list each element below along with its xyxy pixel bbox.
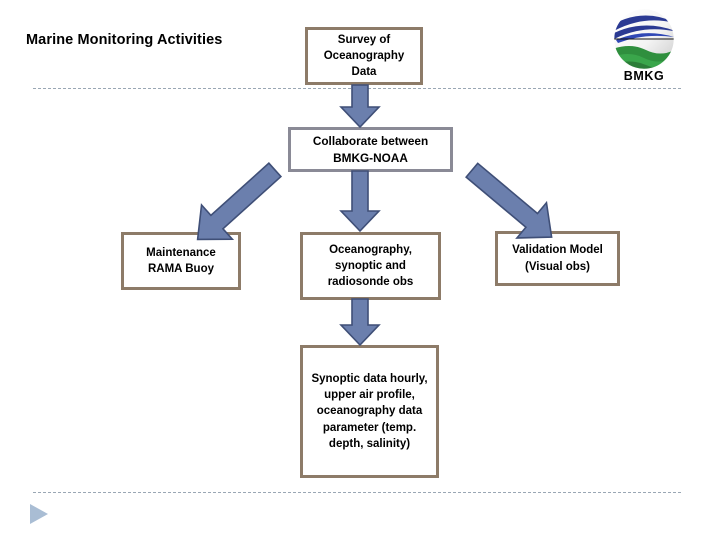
flow-node-collaborate: Collaborate between BMKG-NOAA	[288, 127, 453, 172]
play-triangle-icon[interactable]	[30, 504, 48, 524]
page-title: Marine Monitoring Activities	[26, 32, 223, 48]
footer-divider	[33, 492, 681, 493]
arrow-down-left-icon	[178, 162, 296, 241]
brand-label: BMKG	[623, 69, 665, 83]
flow-node-survey: Survey of Oceanography Data	[305, 27, 423, 85]
arrow-down-right-icon	[452, 162, 570, 240]
arrow-down-icon	[339, 170, 381, 233]
arrow-down-icon	[339, 84, 381, 129]
flow-node-synoptic: Synoptic data hourly, upper air profile,…	[300, 345, 439, 478]
flow-node-validation: Validation Model (Visual obs)	[495, 231, 620, 286]
arrow-down-icon	[339, 298, 381, 347]
bmkg-globe-logo-icon	[608, 6, 680, 72]
flow-node-oceanography: Oceanography, synoptic and radiosonde ob…	[300, 232, 441, 300]
flow-node-maintenance: Maintenance RAMA Buoy	[121, 232, 241, 290]
